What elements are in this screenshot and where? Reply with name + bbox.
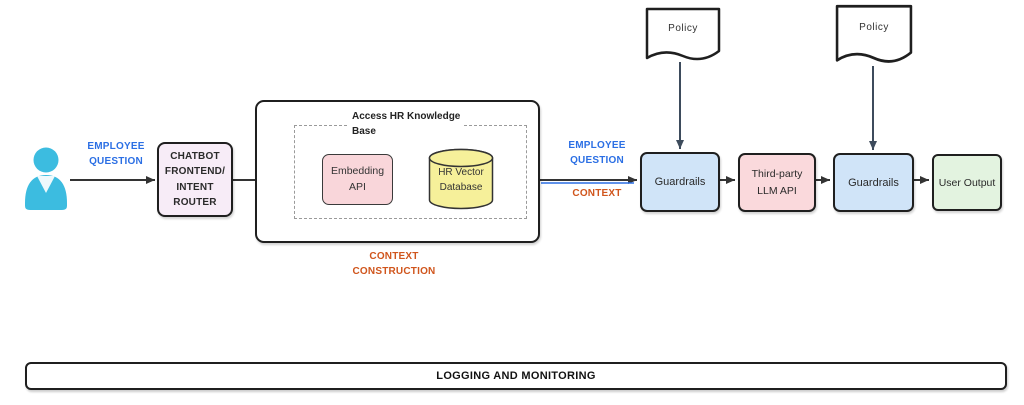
document-shape-icon: [645, 7, 721, 61]
chatbot-label: CHATBOT FRONTEND/ INTENT ROUTER: [164, 150, 226, 209]
employee-user-icon: [22, 146, 70, 213]
user-output-label: User Output: [938, 176, 996, 189]
database-cylinder-icon: [428, 148, 494, 210]
context-construction-label: CONTEXT CONSTRUCTION: [352, 251, 436, 277]
llm-api-label: Third-party LLM API: [751, 167, 803, 197]
employee-question-label-left: EMPLOYEE QUESTION: [87, 141, 145, 167]
context-label: CONTEXT: [572, 188, 622, 199]
logging-monitoring-label: LOGGING AND MONITORING: [436, 370, 596, 382]
document-shape-icon: [835, 4, 913, 63]
policy-document-right: Policy: [835, 4, 913, 68]
embedding-api-label: Embedding API: [330, 164, 385, 193]
hr-vector-database-label: HR Vector Database: [438, 167, 484, 193]
node-chatbot-frontend-intent-router: CHATBOT FRONTEND/ INTENT ROUTER: [157, 142, 233, 217]
node-embedding-api: Embedding API: [322, 154, 393, 205]
policy-document-left: Policy: [645, 7, 721, 65]
policy-right-label: Policy: [859, 21, 889, 33]
employee-question-label-mid: EMPLOYEE QUESTION: [568, 140, 626, 166]
policy-left-label: Policy: [668, 23, 698, 35]
node-guardrails-output: Guardrails: [833, 153, 914, 212]
node-user-output: User Output: [932, 154, 1002, 211]
guardrails-output-label: Guardrails: [848, 176, 899, 189]
knowledge-group-title: Access HR Knowledge Base: [349, 110, 464, 139]
guardrails-input-label: Guardrails: [654, 176, 706, 188]
node-hr-vector-database: HR Vector Database: [428, 148, 494, 211]
logging-monitoring-bar: LOGGING AND MONITORING: [25, 362, 1007, 390]
node-third-party-llm-api: Third-party LLM API: [738, 153, 816, 212]
node-guardrails-input: Guardrails: [640, 152, 720, 212]
access-hr-knowledge-group: Access HR Knowledge Base Embedding API H…: [255, 100, 540, 243]
